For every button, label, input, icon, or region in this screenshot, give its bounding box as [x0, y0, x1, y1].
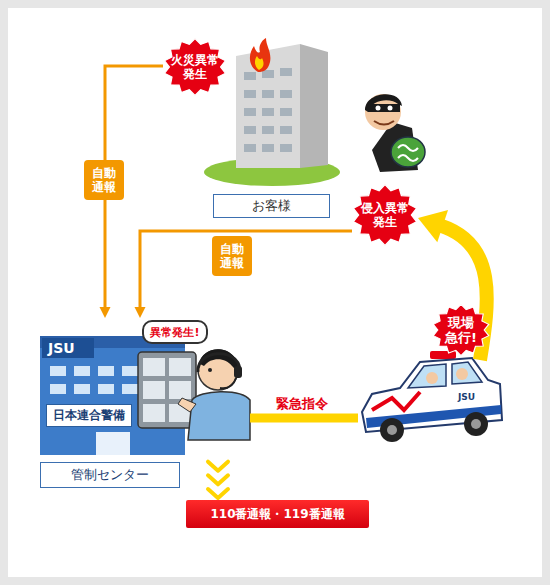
center-label: 管制センター — [40, 462, 180, 488]
connector-line — [140, 231, 352, 308]
edge-label: 緊急指令 — [276, 395, 328, 413]
thief — [365, 94, 425, 172]
arrow-head — [135, 307, 146, 318]
chevron — [208, 462, 228, 471]
fire-flame — [250, 38, 271, 72]
alert-burst-outline-shape — [164, 39, 225, 96]
tower-side — [300, 44, 328, 168]
tower-windows — [244, 68, 292, 152]
edge-label: 自動通報 — [91, 166, 117, 194]
fire-core — [255, 56, 264, 70]
patrol-car: JSU — [358, 352, 503, 442]
chevron — [208, 475, 228, 484]
alert-burst: 火災異常発生 — [163, 38, 227, 96]
control-center: JSU 日本連合警備 — [38, 318, 250, 455]
edge-tag: 自動通報 — [212, 236, 252, 276]
flow-connector — [208, 462, 228, 498]
flow-connector — [418, 210, 487, 360]
node-text: JSU — [458, 392, 475, 402]
flow-connector — [250, 418, 358, 419]
speech-bubble: 異常発生! — [142, 320, 208, 344]
node-text: 日本連合警備 — [46, 404, 132, 427]
edge-tag: 自動通報 — [84, 160, 124, 200]
edge-caption: 緊急指令 — [262, 394, 342, 414]
alert-burst: 侵入異常発生 — [352, 184, 418, 246]
edge-label: 自動通報 — [219, 242, 245, 270]
flow-connector — [135, 231, 353, 318]
node-text: 火災異常発生 — [170, 53, 220, 81]
node-text: 管制センター — [71, 466, 149, 484]
patrol-car — [362, 351, 502, 442]
node-text: JSU — [48, 340, 75, 356]
chevron — [208, 489, 228, 498]
node-text: お客様 — [252, 197, 291, 215]
node-text: 侵入異常発生 — [360, 201, 410, 229]
emergency-call-bar: 110番通報・119番通報 — [186, 500, 369, 528]
node-text: 異常発生! — [150, 325, 199, 340]
edge-label: 現場急行! — [445, 315, 477, 345]
panel — [8, 8, 542, 577]
customer-label: お客様 — [213, 194, 330, 218]
arrow-head — [100, 307, 111, 318]
operator — [138, 349, 250, 440]
arrow-head — [418, 210, 448, 242]
label-burst-shape — [433, 305, 488, 356]
node-text: 110番通報・119番通報 — [210, 506, 344, 523]
connector-line — [250, 414, 358, 423]
edge-burst: 現場急行! — [432, 304, 490, 356]
alert-burst-outline-shape — [353, 185, 416, 246]
